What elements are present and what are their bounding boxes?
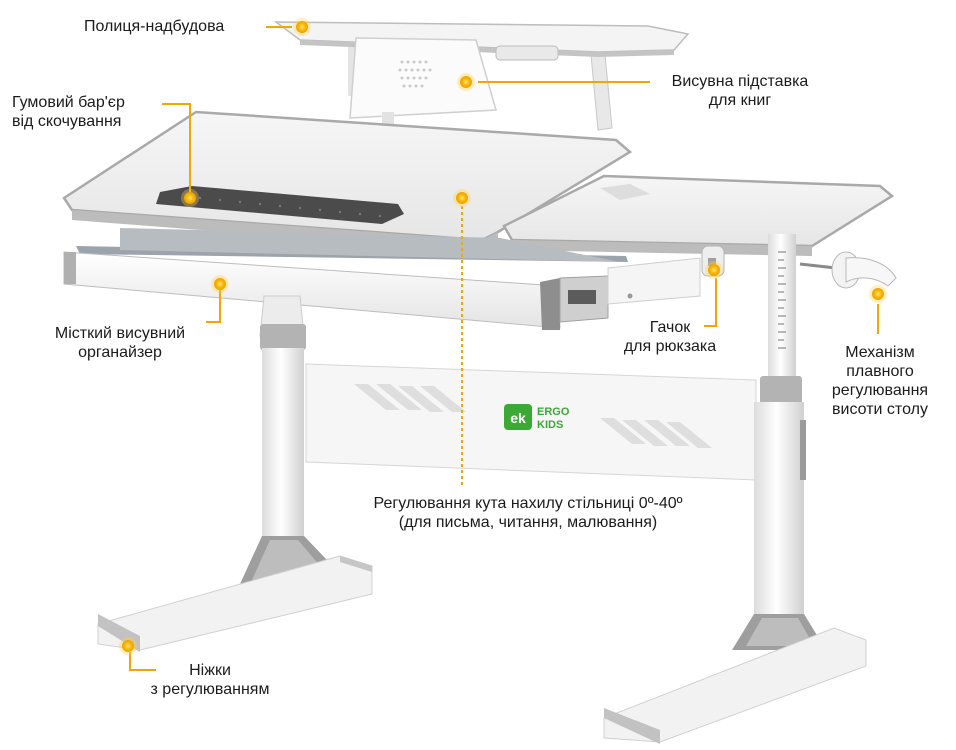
logo-mark: ek [510,410,526,426]
label-hook: Гачок для рюкзака [623,319,717,355]
fixed-tabletop [502,174,895,256]
label-shelf: Полиця-надбудова [84,18,225,35]
label-book-stand: Висувна підставка для книг [671,73,809,109]
drawer-organizer [63,228,701,330]
marker-organizer [211,275,229,293]
marker-rubber-barrier [181,189,199,207]
marker-mechanism [869,285,887,303]
logo-brand-line2: KIDS [537,419,563,431]
ergo-kids-logo: ek ERGO KIDS [504,404,570,431]
height-crank [799,251,897,289]
logo-brand-line1: ERGO [537,406,570,418]
label-organizer: Місткий висувний органайзер [54,325,186,361]
callout-markers [119,18,887,655]
marker-shelf [293,18,311,36]
label-mechanism: Механізм плавного регулювання висоти сто… [831,344,929,418]
marker-hook [705,261,723,279]
marker-book-stand [457,73,475,91]
label-tilt: Регулювання кута нахилу стільниці 0º-40º… [373,495,683,531]
label-legs: Ніжки з регулюванням [150,662,270,698]
book-stand [349,37,559,134]
leader-lines [129,26,879,671]
marker-legs [119,637,137,655]
right-leg [603,234,867,744]
left-leg [97,295,373,652]
logo-mark-box [504,404,532,430]
marker-tilt [453,189,471,207]
label-rubber-barrier: Гумовий бар'єр від скочування [12,94,125,130]
rubber-barrier [156,186,404,224]
